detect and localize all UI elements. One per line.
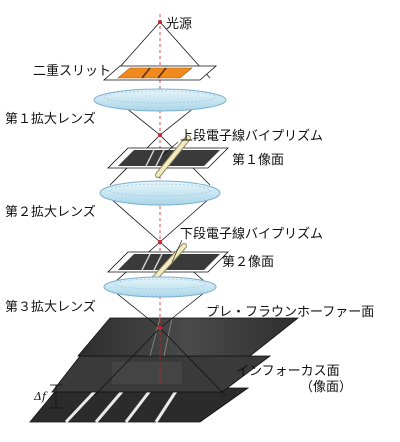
label-lens-2: 第２拡大レンズ: [5, 204, 96, 220]
label-upper-biprism: 上段電子線バイプリズム: [180, 128, 323, 144]
label-infocus-sub: （像面）: [300, 380, 352, 395]
label-lens-3: 第３拡大レンズ: [5, 299, 96, 315]
label-lens-1: 第１拡大レンズ: [5, 111, 96, 127]
leader-lines: [161, 141, 183, 263]
focal-points: [158, 20, 162, 330]
label-image-plane-2: 第２像面: [222, 255, 274, 270]
delta-f-marker: [50, 384, 62, 409]
label-double-slit: 二重スリット: [33, 63, 111, 79]
lens-3: [103, 276, 217, 298]
lower-image-plate: [29, 386, 250, 424]
label-light-source: 光源: [166, 17, 192, 32]
pre-fraunhofer-plate: [77, 317, 300, 357]
label-image-plane-1: 第１像面: [232, 153, 284, 168]
lens-1: [93, 88, 227, 112]
double-slit-plane: [102, 65, 218, 81]
label-pre-fraunhofer: プレ・フラウンホーファー面: [206, 305, 374, 320]
label-infocus-plane: インフォーカス面: [236, 364, 340, 379]
label-delta-f: Δf: [33, 390, 48, 403]
lower-biprism: [151, 243, 187, 282]
label-lower-biprism: 下段電子線バイプリズム: [180, 226, 323, 242]
lens-2: [99, 180, 221, 206]
upper-biprism: [155, 135, 191, 178]
